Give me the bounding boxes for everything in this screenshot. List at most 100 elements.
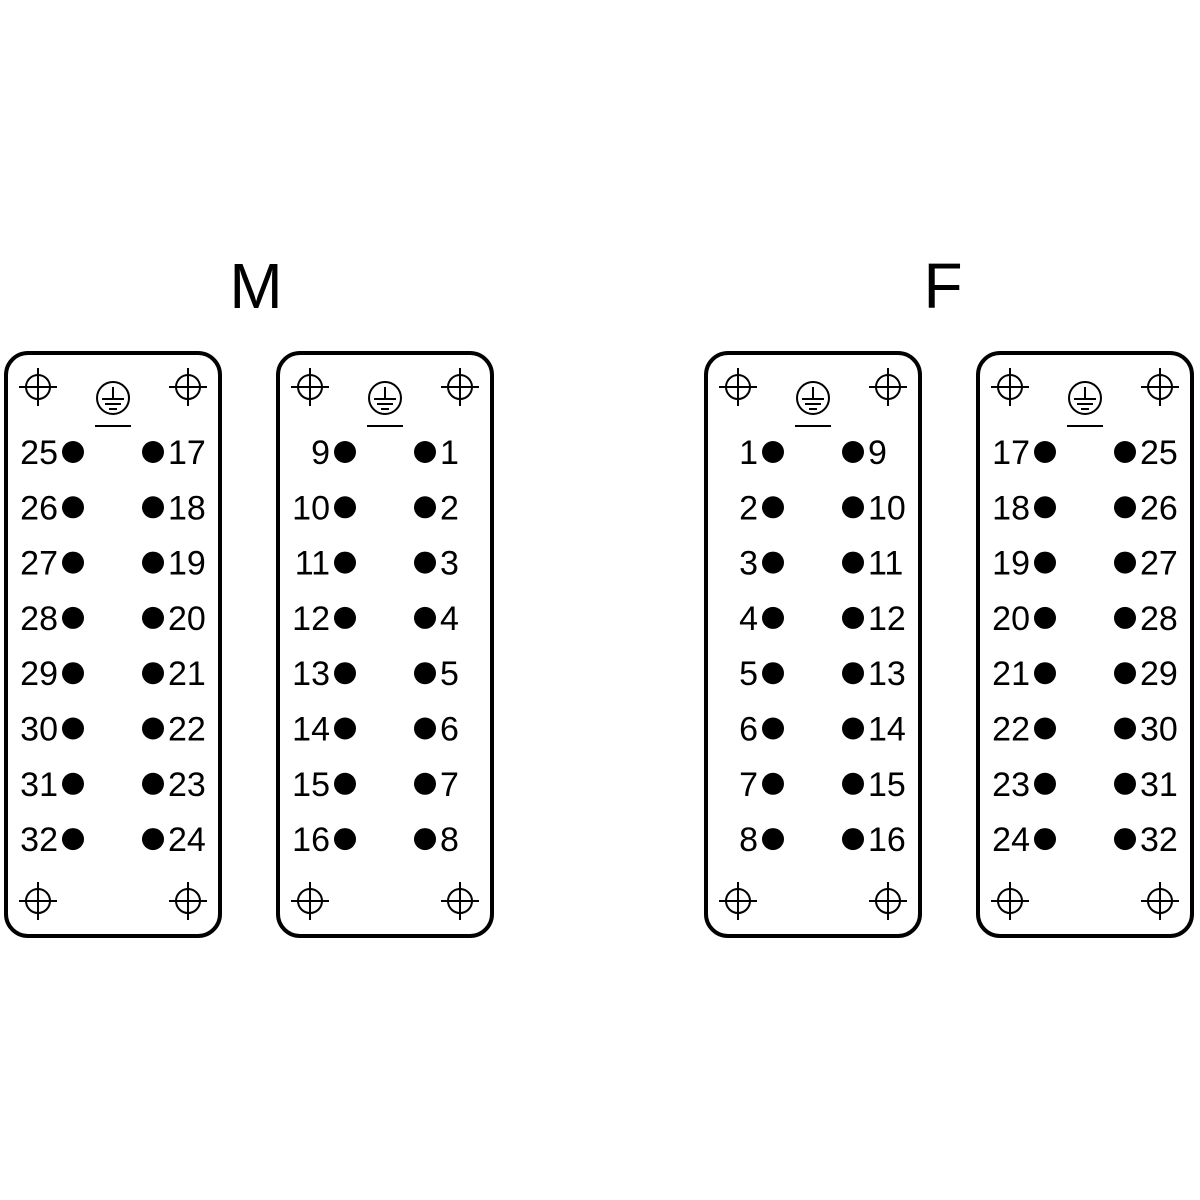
pin-label: 6 (739, 711, 758, 749)
mounting-hole-top-right-icon (869, 368, 907, 406)
pin-label: 32 (20, 821, 58, 859)
pin-label: 1 (739, 434, 758, 472)
pin-dot (1114, 606, 1136, 629)
pin-label: 8 (440, 821, 459, 859)
pin-label: 12 (868, 600, 906, 638)
pin-label: 17 (168, 434, 206, 472)
pin-label: 13 (292, 655, 330, 693)
pin-dot (762, 828, 784, 851)
pin-dot (842, 441, 864, 463)
pin-dot (1034, 551, 1056, 574)
pin-label: 19 (992, 545, 1030, 583)
pin-label: 15 (292, 766, 330, 804)
pin-dot (842, 662, 864, 685)
pin-label: 7 (440, 766, 459, 804)
pin-label: 31 (20, 766, 58, 804)
pin-label: 18 (992, 489, 1030, 527)
pin-dot (62, 496, 84, 519)
pin-dot (142, 772, 164, 795)
pin-dot (762, 496, 784, 519)
pin-label: 11 (295, 545, 330, 583)
pin-label: 21 (992, 655, 1030, 693)
pin-label: 25 (1140, 434, 1178, 472)
insert-frame (704, 351, 922, 938)
pin-dot (142, 828, 164, 851)
pin-label: 3 (440, 545, 459, 583)
pin-dot (762, 606, 784, 629)
pin-dot (62, 662, 84, 685)
pin-dot (1034, 772, 1056, 795)
male-heading: M (229, 250, 282, 322)
pin-dot (1034, 441, 1056, 463)
pin-label: 1 (440, 434, 459, 472)
pin-dot (62, 828, 84, 851)
pin-dot (334, 606, 356, 629)
mounting-hole-bottom-left-icon (991, 882, 1029, 920)
mounting-hole-bottom-right-icon (169, 882, 207, 920)
pin-label: 28 (20, 600, 58, 638)
pin-dot (142, 662, 164, 685)
pin-dot (762, 551, 784, 574)
pin-label: 20 (992, 600, 1030, 638)
pin-dot (62, 606, 84, 629)
pin-dot (334, 496, 356, 519)
pin-dot (842, 551, 864, 574)
pin-dot (414, 828, 436, 851)
pin-dot (762, 772, 784, 795)
pin-label: 26 (20, 489, 58, 527)
pin-dot (1034, 717, 1056, 740)
pin-dot (1034, 662, 1056, 685)
insert-frame (976, 351, 1194, 938)
pin-label: 12 (292, 600, 330, 638)
pin-dot (334, 717, 356, 740)
pin-label: 14 (868, 711, 906, 749)
mounting-hole-bottom-left-icon (19, 882, 57, 920)
pin-dot (842, 606, 864, 629)
pin-dot (414, 717, 436, 740)
pin-dot (1034, 828, 1056, 851)
pin-label: 9 (868, 434, 887, 472)
mounting-hole-top-left-icon (719, 368, 757, 406)
pin-label: 15 (868, 766, 906, 804)
pin-dot (762, 717, 784, 740)
mounting-hole-bottom-left-icon (719, 882, 757, 920)
pin-label: 16 (868, 821, 906, 859)
pin-dot (1114, 496, 1136, 519)
pin-label: 14 (292, 711, 330, 749)
pin-dot (334, 441, 356, 463)
pin-dot (62, 772, 84, 795)
pin-dot (842, 496, 864, 519)
pin-label: 26 (1140, 489, 1178, 527)
insert-frame (4, 351, 222, 938)
pin-dot (62, 441, 84, 463)
pin-dot (762, 662, 784, 685)
pin-label: 10 (868, 489, 906, 527)
female-heading: F (923, 250, 962, 322)
pin-dot (842, 717, 864, 740)
pin-label: 5 (440, 655, 459, 693)
pin-label: 32 (1140, 821, 1178, 859)
pin-label: 25 (20, 434, 58, 472)
pin-dot (142, 551, 164, 574)
pin-label: 19 (168, 545, 206, 583)
inserts-layer: 2526272829303132171819202122232491011121… (4, 351, 1194, 938)
pin-dot (1034, 496, 1056, 519)
pin-label: 23 (992, 766, 1030, 804)
protective-earth-icon (95, 381, 131, 427)
pin-dot (414, 441, 436, 463)
pin-label: 16 (292, 821, 330, 859)
pin-label: 18 (168, 489, 206, 527)
pin-label: 22 (168, 711, 206, 749)
pin-dot (142, 496, 164, 519)
pin-dot (334, 828, 356, 851)
pin-dot (414, 662, 436, 685)
pin-label: 30 (20, 711, 58, 749)
pin-dot (414, 496, 436, 519)
pin-label: 9 (311, 434, 330, 472)
pin-label: 22 (992, 711, 1030, 749)
pin-dot (142, 717, 164, 740)
pin-label: 31 (1140, 766, 1178, 804)
